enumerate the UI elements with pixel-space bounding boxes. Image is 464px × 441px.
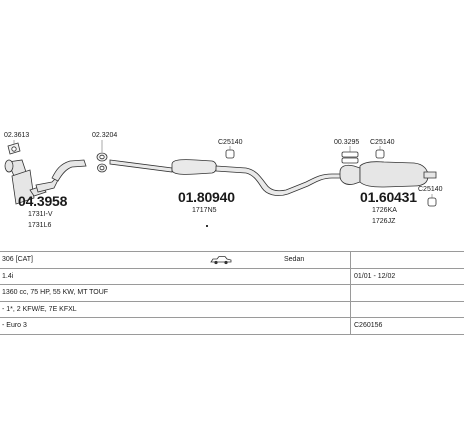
column-divider [350, 318, 351, 334]
part-number: 04.3958 [18, 193, 68, 209]
engine-code-cell: - 1*, 2 KFW/E, 7E KFXL [2, 305, 77, 313]
table-row: - 1*, 2 KFW/E, 7E KFXL [0, 301, 464, 318]
table-row: 1.4i 01/01 - 12/02 [0, 268, 464, 285]
column-divider [350, 285, 351, 301]
column-divider [350, 252, 351, 268]
code-label: 02.3204 [92, 132, 118, 139]
sedan-car-icon [210, 256, 232, 265]
column-divider [350, 301, 351, 317]
converter-body [11, 169, 35, 205]
mount-3 [427, 197, 437, 207]
table-row: 1360 cc, 75 HP, 55 KW, MT TOUF [0, 285, 464, 302]
gasket-1-drawing [7, 142, 21, 155]
part-number: 01.80940 [178, 189, 235, 205]
front-flex-pipe [35, 177, 59, 193]
rear-silencer-body [359, 161, 429, 188]
part-number: 01.60431 [360, 189, 417, 205]
leader-lines [13, 140, 433, 198]
gasket-2-drawing [96, 152, 108, 173]
part-subnumber: 1717N5 [192, 207, 217, 214]
engine-cell: 1.4i [2, 272, 14, 280]
model-cell: 306 [CAT] [2, 256, 33, 263]
code-label: 02.3613 [4, 132, 30, 139]
code-label: 00.3295 [334, 139, 360, 146]
clamp-2 [341, 157, 359, 164]
middle-inlet-pipe [109, 159, 173, 173]
reference-cell: C260156 [354, 322, 383, 329]
table-row: - Euro 3 C260156 [0, 318, 464, 335]
code-label: C25140 [370, 139, 395, 146]
mount-1 [225, 149, 235, 159]
dot-marker [206, 225, 208, 227]
middle-silencer-body [171, 159, 217, 175]
part-subnumber: 1731I-V [28, 211, 53, 218]
part-subnumber: 1726JZ [372, 218, 396, 225]
vehicle-info-table: 306 [CAT] Sedan 1.4i 01/01 - 12/02 1360 … [0, 251, 464, 335]
column-divider [350, 268, 351, 284]
rear-silencer-drawing [339, 161, 437, 188]
part-subnumber: 1726KA [372, 207, 397, 214]
inlet-ring [4, 159, 14, 173]
tailpipe [423, 171, 437, 179]
catalytic-converter-drawing [4, 159, 87, 205]
part-subnumber: 1731L6 [28, 222, 52, 229]
spec-cell: 1360 cc, 75 HP, 55 KW, MT TOUF [2, 289, 109, 296]
code-label: C25140 [218, 139, 243, 146]
clamp-1 [341, 151, 359, 158]
exhaust-diagram: 02.3613 02.3204 C25140 00.3295 C25140 C2… [4, 132, 443, 229]
table-row: 306 [CAT] Sedan [0, 251, 464, 269]
front-pipe [51, 159, 87, 182]
emission-cell: - Euro 3 [2, 322, 27, 329]
mount-2 [375, 149, 385, 159]
exhaust-drawing [4, 140, 437, 227]
code-label: C25140 [418, 186, 443, 193]
date-range-cell: 01/01 - 12/02 [354, 272, 396, 280]
body-type-cell: Sedan [284, 256, 305, 263]
